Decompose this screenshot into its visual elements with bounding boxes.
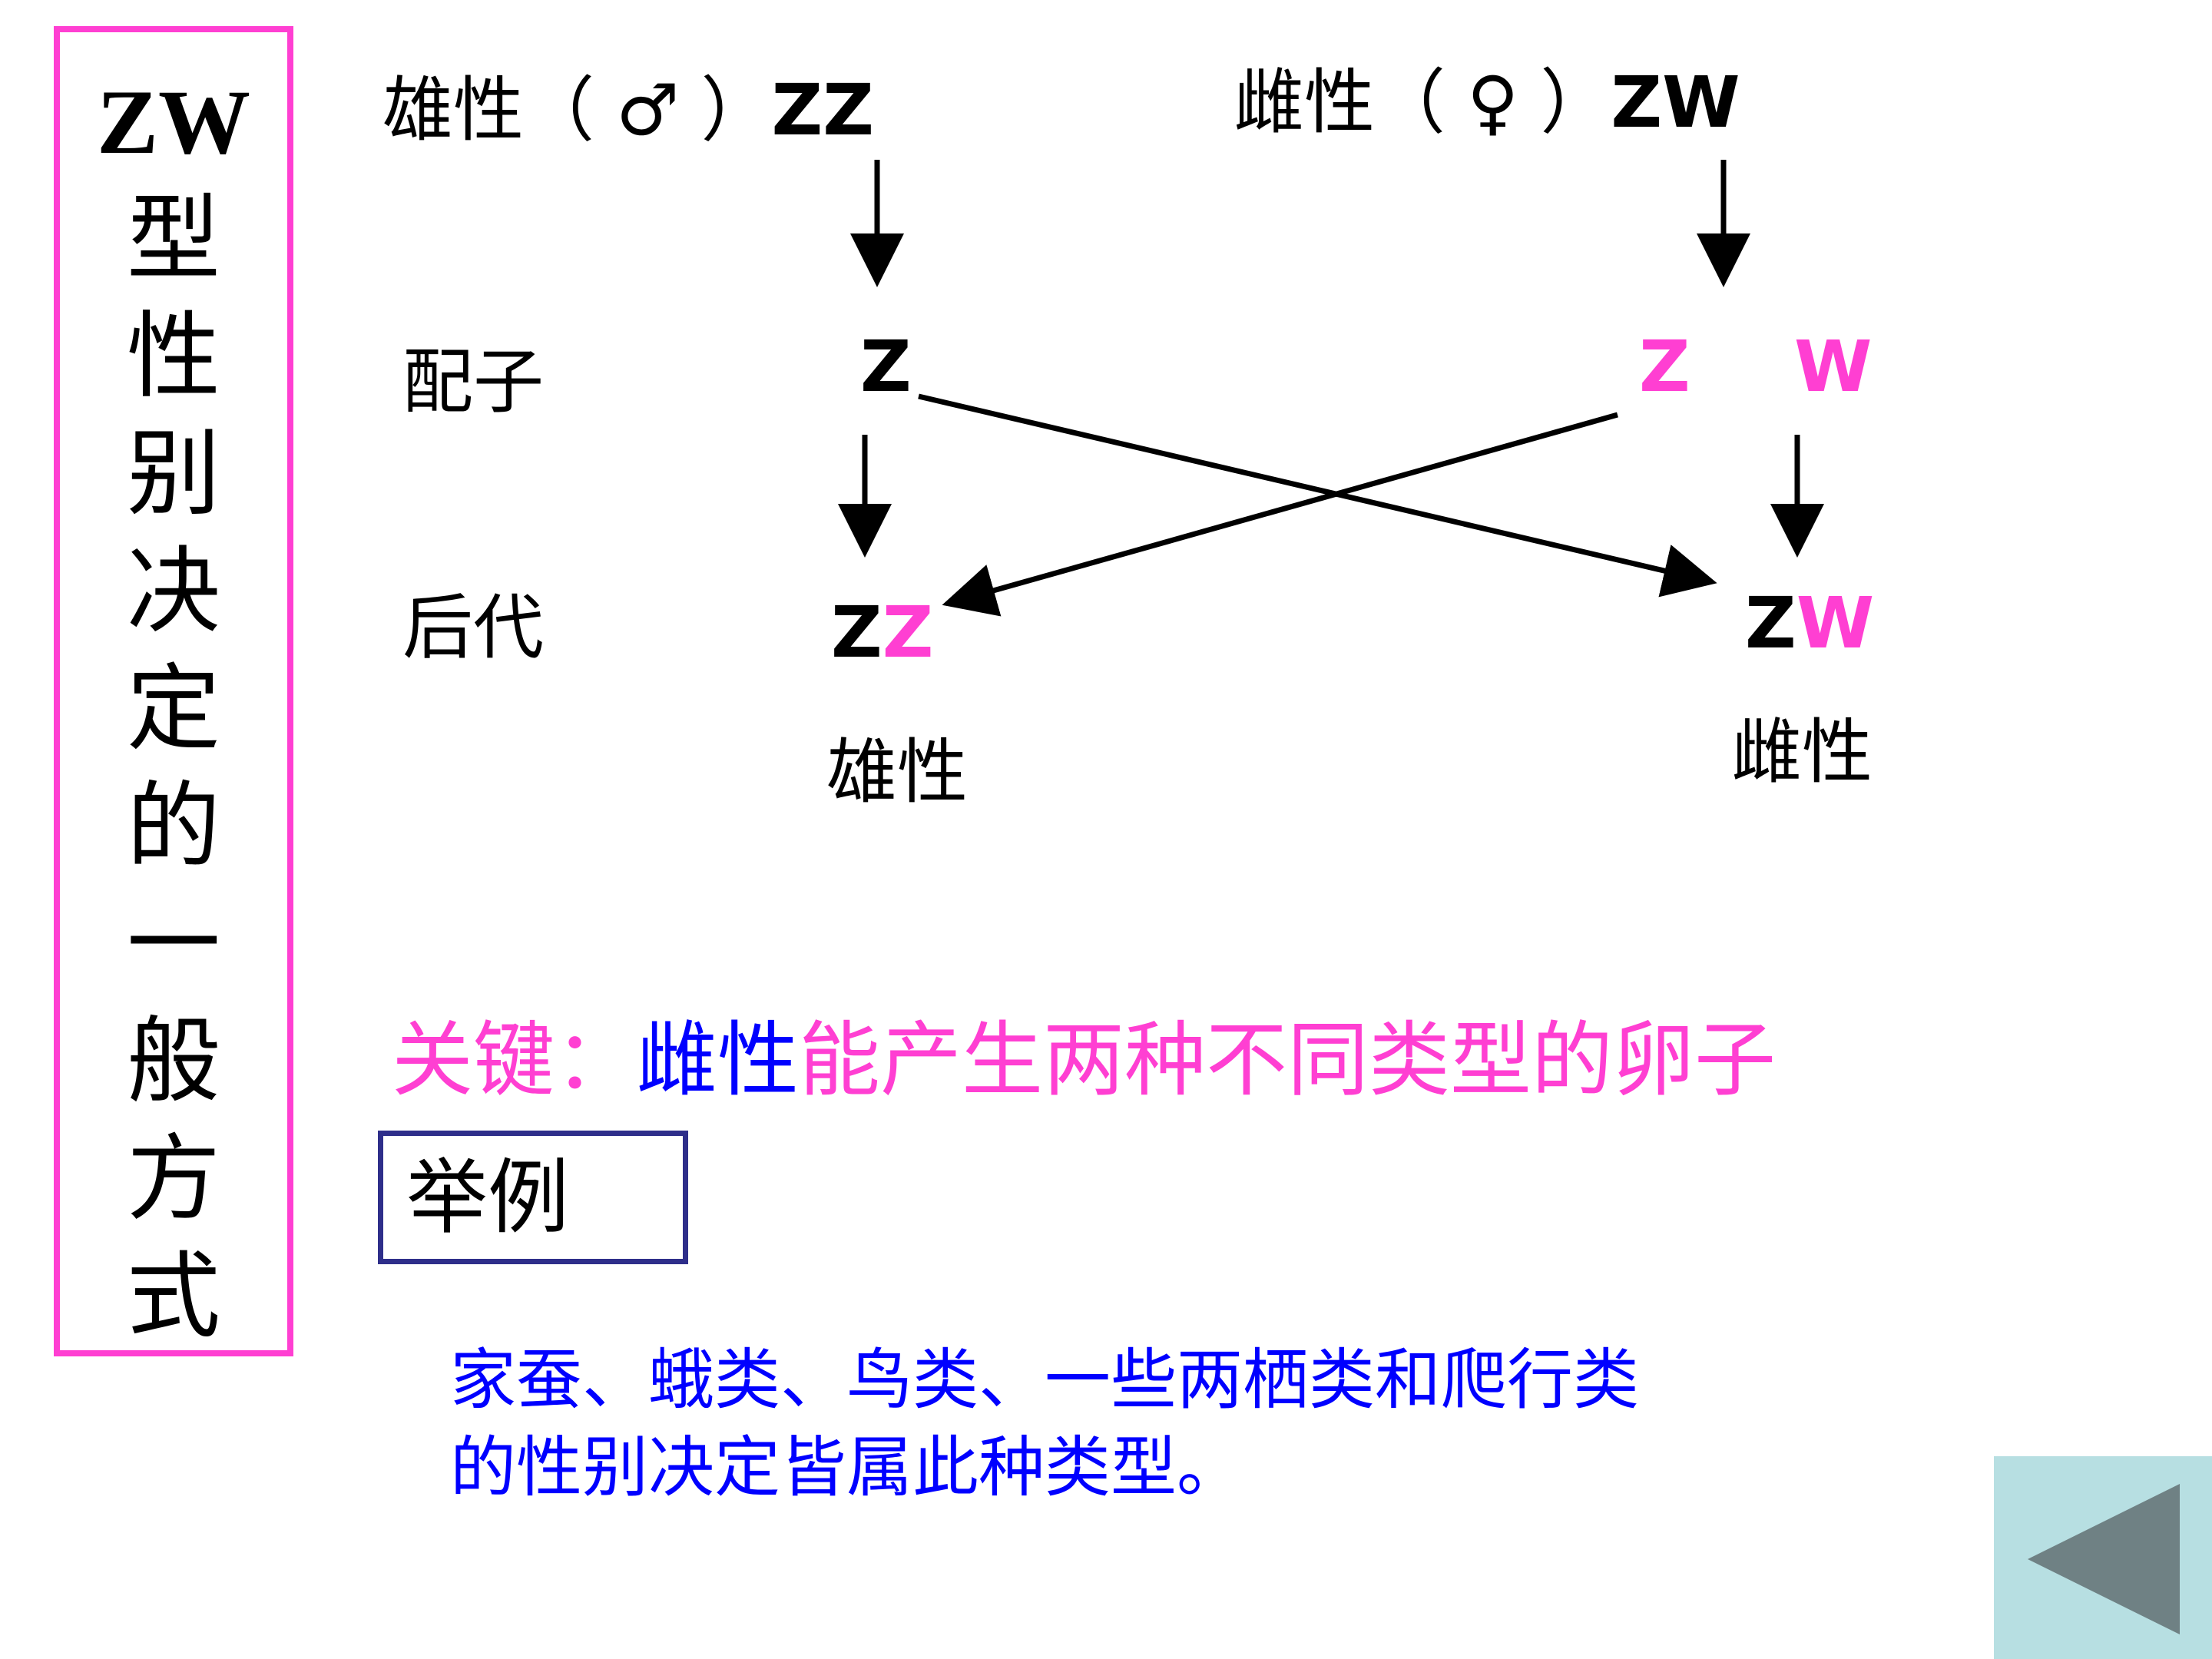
arrow-male-z-to-zw [918,393,1717,598]
key-statement: 关键：雌性能产生两种不同类型的卵子 [392,1020,1776,1101]
arrow-female-z-to-zz [942,412,1618,617]
male-parent-close: ） [700,69,772,151]
example-label: 举例 [406,1151,569,1245]
female-parent-label: 雌性（ [1233,61,1446,144]
key-rest: 能产生两种不同类型的卵子 [799,1013,1776,1108]
title-char: 式 [127,1242,220,1351]
title-char: 一 [127,889,220,998]
female-parent-genotype: ZW [1611,61,1740,144]
female-symbol-icon: ♀ [1467,61,1519,144]
title-char: 性 [127,302,220,411]
title-char: ZW [96,71,251,173]
offspring-zz: ZZ [831,598,933,668]
male-parent: 雄性（♂）ZZ [382,75,874,146]
female-parent-close: ） [1540,61,1611,144]
note-line-2: 的性别决定皆属此种类型。 [450,1429,1243,1506]
row-label-offspring: 后代 [402,587,545,669]
offspring-zz-gene-1: Z [831,591,882,674]
title-char: 定 [127,654,220,763]
gamete-male-z: Z [860,326,912,408]
note-line-1: 家蚕、蛾类、鸟类、一些两栖类和爬行类 [450,1342,1639,1419]
vertical-title: ZW 型 性 别 决 定 的 一 般 方 式 [60,63,287,1356]
female-parent: 雌性（♀）ZW [1233,68,1740,138]
title-char: 别 [127,419,220,528]
key-highlight: 雌性 [636,1013,799,1108]
title-char: 般 [127,1007,220,1116]
male-parent-label: 雄性（ [382,69,595,151]
row-label-gamete: 配子 [402,341,545,423]
title-char: 方 [127,1124,220,1233]
gamete-female-w: W [1794,326,1873,408]
offspring-zw-gene-1: Z [1745,582,1796,664]
back-triangle-icon [2028,1484,2180,1634]
male-parent-genotype: ZZ [771,69,874,151]
offspring-zw-gene-2: W [1796,582,1875,664]
back-button[interactable] [1994,1456,2212,1659]
offspring-zw-sex: 雌性 [1731,711,1873,793]
title-box: ZW 型 性 别 决 定 的 一 般 方 式 [54,26,293,1356]
offspring-zz-sex: 雄性 [826,731,969,813]
male-symbol-icon: ♂ [616,69,680,151]
key-prefix: 关键： [392,1013,636,1108]
title-char: 决 [127,537,220,646]
example-box: 举例 [378,1131,688,1264]
offspring-zz-gene-2: Z [882,591,934,674]
title-char: 型 [127,184,220,293]
gamete-female-z: Z [1639,326,1690,408]
title-char: 的 [127,772,220,881]
offspring-zw: ZW [1745,588,1874,659]
